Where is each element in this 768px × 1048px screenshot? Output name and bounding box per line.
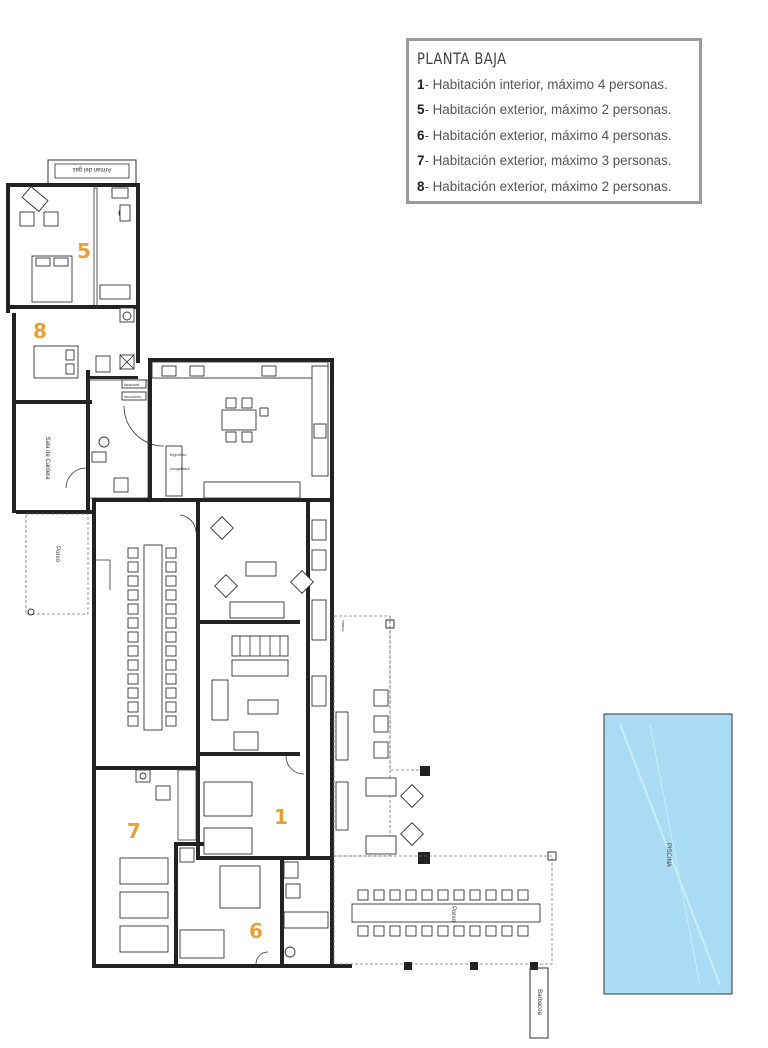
room-8-furniture xyxy=(33,307,135,379)
legend-item: 1- Habitación interior, máximo 4 persona… xyxy=(417,77,668,92)
chair xyxy=(485,925,497,937)
gas-cabinet-label: Armari del gas xyxy=(73,166,112,172)
lavadora-label: lavadora xyxy=(124,382,140,387)
chair xyxy=(127,561,139,573)
chair xyxy=(127,575,139,587)
chair xyxy=(165,659,177,671)
banco-label: banco xyxy=(341,621,346,633)
chair xyxy=(437,925,449,937)
lower-porch-label: Porxo xyxy=(450,906,456,922)
room-1-furniture xyxy=(203,755,305,855)
barbacoa xyxy=(529,967,549,1039)
chair xyxy=(165,575,177,587)
chair xyxy=(165,589,177,601)
chair xyxy=(127,701,139,713)
chair xyxy=(127,715,139,727)
chair xyxy=(127,673,139,685)
tv-room xyxy=(211,635,327,751)
chair xyxy=(405,925,417,937)
chair xyxy=(127,589,139,601)
main-walls xyxy=(92,358,352,968)
room-6-furniture xyxy=(179,847,329,965)
chair xyxy=(165,701,177,713)
frigorifico-label: frigorífico xyxy=(170,452,187,457)
chair xyxy=(373,925,385,937)
chair xyxy=(165,687,177,699)
chair xyxy=(165,603,177,615)
chair xyxy=(357,925,369,937)
chair xyxy=(127,687,139,699)
chair xyxy=(127,645,139,657)
chair xyxy=(165,561,177,573)
room-number-1: 1 xyxy=(274,805,288,829)
chair xyxy=(421,925,433,937)
room-5-furniture xyxy=(19,185,131,303)
legend-item: 8- Habitación exterior, máximo 2 persona… xyxy=(417,178,672,194)
chair xyxy=(165,673,177,685)
chair xyxy=(501,889,513,901)
chair xyxy=(127,603,139,615)
chair xyxy=(165,631,177,643)
room-number-6: 6 xyxy=(249,919,263,943)
chair xyxy=(127,617,139,629)
chair xyxy=(127,547,139,559)
chair xyxy=(373,889,385,901)
caldera-label: Sala de Caldera xyxy=(44,436,50,480)
room-number-5: 5 xyxy=(77,239,91,263)
lower-porch: Porxo xyxy=(333,851,557,970)
legend-item: 6- Habitación exterior, máximo 4 persona… xyxy=(417,127,672,143)
chair xyxy=(405,889,417,901)
pool xyxy=(603,713,733,995)
chair xyxy=(389,925,401,937)
chair xyxy=(127,659,139,671)
chair xyxy=(453,925,465,937)
terrace: banco xyxy=(333,615,430,864)
chair xyxy=(469,889,481,901)
chair xyxy=(485,889,497,901)
left-porch xyxy=(25,513,89,615)
kitchen: frigorífico congelador xyxy=(123,361,329,499)
living-room xyxy=(210,516,327,641)
left-porch-label: Porxo xyxy=(54,546,60,562)
legend-box: PLANTA BAJA 1- Habitación interior, máxi… xyxy=(406,38,702,204)
chair xyxy=(437,889,449,901)
chair xyxy=(165,617,177,629)
chair xyxy=(517,889,529,901)
room-number-7: 7 xyxy=(127,819,141,843)
chair xyxy=(421,889,433,901)
secadora-label: secadora xyxy=(124,394,141,399)
chair xyxy=(389,889,401,901)
barbacoa-label: Barbacoa xyxy=(536,989,542,1015)
chair xyxy=(453,889,465,901)
dining-hall xyxy=(96,514,197,731)
chair xyxy=(165,645,177,657)
chair xyxy=(517,925,529,937)
chair xyxy=(127,631,139,643)
laundry-area: lavadora secadora xyxy=(87,379,149,499)
room-number-8: 8 xyxy=(33,319,47,343)
pool-label: PISCINA xyxy=(665,843,671,867)
chair xyxy=(165,715,177,727)
chair xyxy=(501,925,513,937)
congelador-label: congelador xyxy=(170,466,190,471)
chair xyxy=(469,925,481,937)
room-7-furniture xyxy=(119,769,197,953)
chair xyxy=(357,889,369,901)
legend-item: 7- Habitación exterior, máximo 3 persona… xyxy=(417,153,672,169)
legend-item: 5- Habitación exterior, máximo 2 persona… xyxy=(417,102,672,118)
legend-title: PLANTA BAJA xyxy=(417,49,507,68)
chair xyxy=(165,547,177,559)
